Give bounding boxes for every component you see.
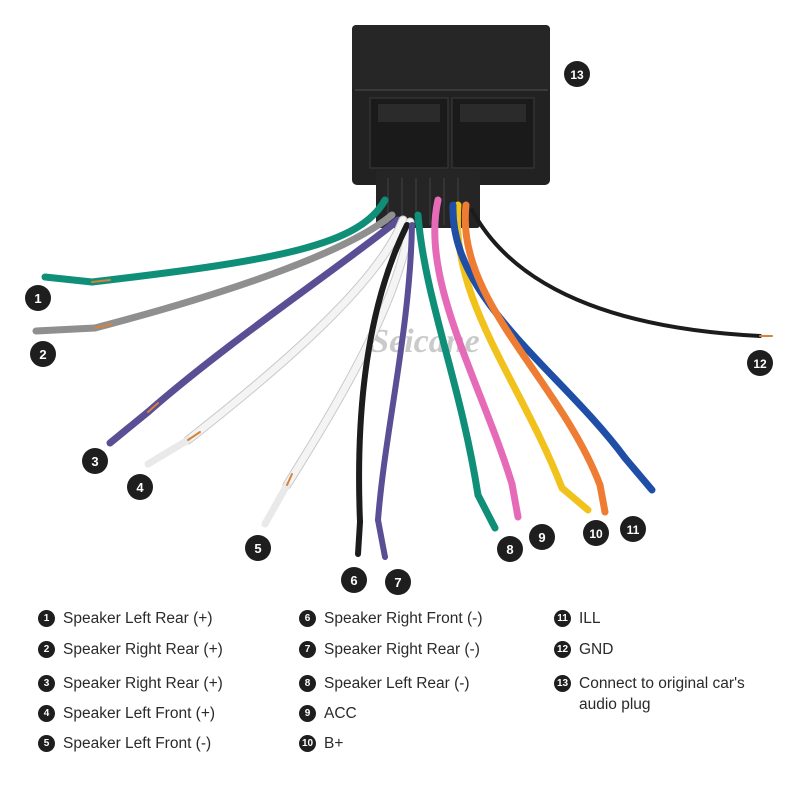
svg-text:11: 11 bbox=[627, 523, 640, 537]
legend-label: Speaker Right Rear (+) bbox=[63, 675, 223, 692]
legend-number-badge: 9 bbox=[299, 705, 316, 722]
wire-12 bbox=[470, 208, 762, 338]
tip-2 bbox=[32, 324, 99, 335]
legend-item: 8 Speaker Left Rear (-) bbox=[299, 673, 470, 694]
legend-number-badge: 10 bbox=[299, 735, 316, 752]
wire-4 bbox=[184, 216, 407, 444]
wire-1 bbox=[88, 196, 389, 286]
legend-item: 2 Speaker Right Rear (+) bbox=[38, 639, 223, 660]
badge-10: 10 bbox=[583, 520, 609, 546]
legend-label: GND bbox=[579, 641, 614, 658]
badge-3: 3 bbox=[82, 448, 108, 474]
wire-9 bbox=[431, 196, 516, 488]
copper-5 bbox=[286, 473, 293, 486]
legend-label: Speaker Left Rear (+) bbox=[63, 610, 213, 627]
svg-text:13: 13 bbox=[570, 68, 584, 82]
wiring-harness-diagram: Seicane bbox=[25, 25, 773, 595]
wire-orange bbox=[461, 201, 604, 489]
tip-8 bbox=[474, 491, 499, 532]
legend-number-badge: 4 bbox=[38, 705, 55, 722]
wire-5 bbox=[283, 218, 414, 489]
svg-text:7: 7 bbox=[394, 575, 401, 590]
badge-5: 5 bbox=[245, 535, 271, 561]
legend-number-badge: 7 bbox=[299, 641, 316, 658]
badge-12: 12 bbox=[747, 350, 773, 376]
svg-text:2: 2 bbox=[39, 347, 46, 362]
tip-10 bbox=[558, 484, 592, 514]
legend-number-badge: 6 bbox=[299, 610, 316, 627]
legend-label: ACC bbox=[324, 705, 357, 722]
tip-6 bbox=[355, 519, 363, 557]
tip-5 bbox=[261, 481, 291, 528]
svg-text:12: 12 bbox=[753, 357, 767, 371]
svg-text:3: 3 bbox=[91, 454, 98, 469]
badge-2: 2 bbox=[30, 341, 56, 367]
wire-6 bbox=[356, 222, 410, 525]
legend-item: 12 GND bbox=[554, 639, 613, 660]
legend-label: Speaker Left Front (-) bbox=[63, 735, 212, 752]
legend-label: Speaker Right Rear (-) bbox=[324, 641, 480, 658]
svg-text:6: 6 bbox=[350, 573, 357, 588]
svg-text:10: 10 bbox=[589, 527, 603, 541]
copper-4 bbox=[187, 431, 201, 441]
legend-label: Speaker Right Front (-) bbox=[324, 610, 483, 627]
callout-badges: 1 2 3 4 5 6 7 8 9 10 11 12 13 bbox=[25, 61, 773, 595]
copper-2 bbox=[94, 323, 113, 329]
legend-number-badge: 5 bbox=[38, 735, 55, 752]
wire-3 bbox=[144, 216, 402, 416]
tip-4 bbox=[144, 436, 192, 468]
wire-8 bbox=[414, 211, 482, 499]
badge-13: 13 bbox=[564, 61, 590, 87]
svg-text:1: 1 bbox=[34, 291, 41, 306]
legend-label: B+ bbox=[324, 735, 344, 752]
legend-item: 13 Connect to original car's audio plug bbox=[554, 673, 779, 715]
legend-item: 7 Speaker Right Rear (-) bbox=[299, 639, 480, 660]
wire-11 bbox=[449, 201, 629, 462]
copper-3 bbox=[147, 402, 159, 413]
legend-label: ILL bbox=[579, 610, 601, 627]
tip-11 bbox=[621, 454, 656, 494]
copper-1 bbox=[91, 279, 111, 283]
legend-number-badge: 8 bbox=[299, 675, 316, 692]
legend-number-badge: 11 bbox=[554, 610, 571, 627]
badge-1: 1 bbox=[25, 285, 51, 311]
wire-2 bbox=[91, 211, 396, 332]
wire-7 bbox=[375, 222, 415, 523]
legend-item: 9 ACC bbox=[299, 703, 357, 724]
svg-text:4: 4 bbox=[136, 480, 144, 495]
legend-number-badge: 2 bbox=[38, 641, 55, 658]
legend-number-badge: 1 bbox=[38, 610, 55, 627]
legend-label: Speaker Left Rear (-) bbox=[324, 675, 470, 692]
legend-number-badge: 3 bbox=[38, 675, 55, 692]
legend-item: 10 B+ bbox=[299, 733, 343, 754]
legend-item: 1 Speaker Left Rear (+) bbox=[38, 608, 212, 629]
connector-plug bbox=[352, 25, 550, 228]
legend-label: Speaker Right Rear (+) bbox=[63, 641, 223, 658]
tip-1 bbox=[41, 273, 96, 286]
legend-item: 4 Speaker Left Front (+) bbox=[38, 703, 215, 724]
svg-text:9: 9 bbox=[538, 530, 545, 545]
legend-item: 6 Speaker Right Front (-) bbox=[299, 608, 483, 629]
legend-number-badge: 13 bbox=[554, 675, 571, 692]
tip-3 bbox=[106, 408, 152, 447]
badge-7: 7 bbox=[385, 569, 411, 595]
badge-9: 9 bbox=[529, 524, 555, 550]
legend-item: 11 ILL bbox=[554, 608, 601, 629]
tip-orange bbox=[596, 481, 609, 516]
legend-item: 3 Speaker Right Rear (+) bbox=[38, 673, 223, 694]
legend-label: Connect to original car's audio plug bbox=[579, 675, 745, 713]
tip-7 bbox=[375, 517, 388, 560]
svg-text:5: 5 bbox=[254, 541, 261, 556]
badge-8: 8 bbox=[497, 536, 523, 562]
svg-text:8: 8 bbox=[506, 542, 513, 557]
legend-label: Speaker Left Front (+) bbox=[63, 705, 216, 722]
badge-11: 11 bbox=[620, 516, 646, 542]
legend-number-badge: 12 bbox=[554, 641, 571, 658]
badge-6: 6 bbox=[341, 567, 367, 593]
badge-4: 4 bbox=[127, 474, 153, 500]
tip-9 bbox=[508, 480, 522, 521]
legend-item: 5 Speaker Left Front (-) bbox=[38, 733, 211, 754]
